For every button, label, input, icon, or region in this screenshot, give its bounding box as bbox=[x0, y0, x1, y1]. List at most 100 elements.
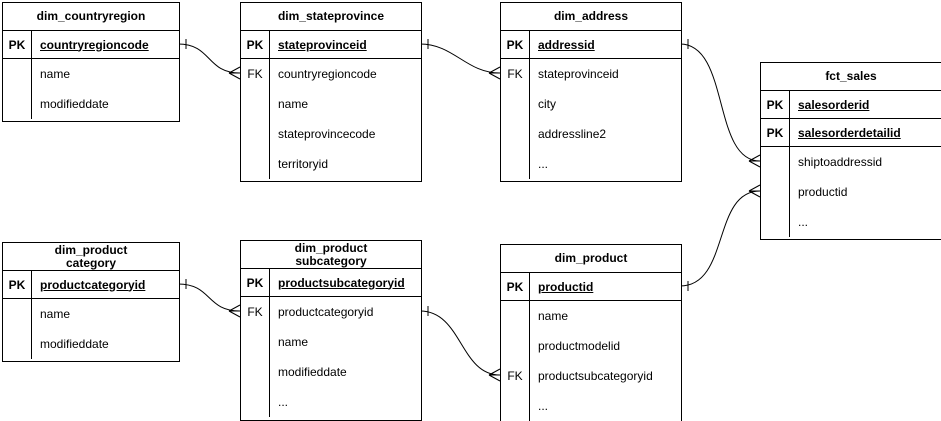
table-row: name bbox=[3, 299, 179, 329]
table-row: ... bbox=[501, 149, 681, 179]
key-badge: PK bbox=[501, 273, 530, 300]
table-row: PK stateprovinceid bbox=[241, 31, 421, 59]
table-row: PK productsubcategoryid bbox=[241, 269, 421, 297]
key-badge bbox=[241, 327, 270, 357]
table-row: PK countryregioncode bbox=[3, 31, 179, 59]
field-name: ... bbox=[538, 157, 549, 171]
table-row: modifieddate bbox=[241, 357, 421, 387]
table-dim-product-category[interactable]: dim_product category PK productcategoryi… bbox=[2, 242, 180, 362]
table-row: FK stateprovinceid bbox=[501, 59, 681, 89]
key-badge: FK bbox=[241, 59, 270, 89]
table-row: PK addressid bbox=[501, 31, 681, 59]
field-name: productcategoryid bbox=[40, 277, 146, 292]
key-badge bbox=[501, 89, 530, 119]
relationship-stateprovince-address[interactable] bbox=[419, 39, 501, 80]
table-dim-product[interactable]: dim_product PK productid name productmod… bbox=[500, 244, 682, 421]
table-row: territoryid bbox=[241, 149, 421, 179]
table-row: name bbox=[501, 301, 681, 331]
table-row: PK salesorderdetailid bbox=[761, 119, 941, 147]
cardinality-many-marker bbox=[488, 368, 501, 382]
key-badge bbox=[241, 357, 270, 387]
field-name: stateprovincecode bbox=[278, 127, 376, 141]
key-badge: PK bbox=[3, 271, 32, 298]
table-row: productid bbox=[761, 177, 941, 207]
key-badge bbox=[3, 299, 32, 329]
relationship-product-fctsales[interactable] bbox=[679, 184, 761, 291]
key-badge bbox=[501, 301, 530, 331]
field-name: productsubcategoryid bbox=[278, 275, 405, 290]
field-name: countryregioncode bbox=[40, 37, 149, 52]
key-badge bbox=[501, 119, 530, 149]
table-row: ... bbox=[241, 387, 421, 417]
table-title: dim_product subcategory bbox=[241, 241, 421, 269]
key-badge bbox=[3, 89, 32, 119]
key-badge: PK bbox=[761, 119, 790, 146]
table-row: addressline2 bbox=[501, 119, 681, 149]
field-name: modifieddate bbox=[278, 365, 347, 379]
key-badge: FK bbox=[501, 59, 530, 89]
cardinality-many-marker bbox=[228, 66, 241, 80]
field-name: name bbox=[538, 309, 569, 323]
table-dim-address[interactable]: dim_address PK addressid FK stateprovinc… bbox=[500, 2, 682, 182]
table-title: dim_stateprovince bbox=[241, 3, 421, 31]
field-name: shiptoaddressid bbox=[798, 155, 883, 169]
relationship-address-fctsales[interactable] bbox=[679, 39, 761, 168]
table-row: FK productsubcategoryid bbox=[501, 361, 681, 391]
field-name: name bbox=[40, 67, 71, 81]
table-row: FK productcategoryid bbox=[241, 297, 421, 327]
key-badge bbox=[761, 207, 790, 237]
key-badge: PK bbox=[501, 31, 530, 58]
table-fct-sales[interactable]: fct_sales PK salesorderid PK salesorderd… bbox=[760, 62, 941, 240]
field-name: stateprovinceid bbox=[278, 37, 367, 52]
field-name: name bbox=[278, 335, 309, 349]
table-row: shiptoaddressid bbox=[761, 147, 941, 177]
relationship-productcategory-productsubcategory[interactable] bbox=[177, 279, 241, 318]
table-row: productmodelid bbox=[501, 331, 681, 361]
key-badge bbox=[501, 149, 530, 179]
field-name: productcategoryid bbox=[278, 305, 374, 319]
table-row: FK countryregioncode bbox=[241, 59, 421, 89]
cardinality-many-marker bbox=[748, 184, 761, 198]
cardinality-many-marker bbox=[488, 66, 501, 80]
edge-path bbox=[177, 283, 241, 312]
table-row: modifieddate bbox=[3, 329, 179, 359]
key-badge: PK bbox=[761, 91, 790, 118]
field-name: modifieddate bbox=[40, 97, 109, 111]
key-badge bbox=[761, 177, 790, 207]
table-dim-product-subcategory[interactable]: dim_product subcategory PK productsubcat… bbox=[240, 240, 422, 421]
field-name: modifieddate bbox=[40, 337, 109, 351]
field-name: productid bbox=[538, 279, 594, 294]
table-row: name bbox=[241, 327, 421, 357]
field-name: salesorderid bbox=[798, 97, 870, 112]
key-badge bbox=[3, 329, 32, 359]
key-badge bbox=[761, 147, 790, 177]
table-dim-stateprovince[interactable]: dim_stateprovince PK stateprovinceid FK … bbox=[240, 2, 422, 182]
field-name: ... bbox=[798, 215, 809, 229]
field-name: productmodelid bbox=[538, 339, 621, 353]
field-name: productsubcategoryid bbox=[538, 369, 653, 383]
table-row: PK salesorderid bbox=[761, 91, 941, 119]
cardinality-many-marker bbox=[228, 304, 241, 318]
key-badge bbox=[241, 119, 270, 149]
table-row: ... bbox=[501, 391, 681, 421]
table-row: stateprovincecode bbox=[241, 119, 421, 149]
key-badge bbox=[501, 331, 530, 361]
field-name: countryregioncode bbox=[278, 67, 377, 81]
edge-path bbox=[419, 43, 501, 74]
table-title: fct_sales bbox=[761, 63, 941, 91]
field-name: ... bbox=[278, 395, 289, 409]
table-dim-countryregion[interactable]: dim_countryregion PK countryregioncode n… bbox=[2, 2, 180, 122]
edge-path bbox=[177, 43, 241, 74]
table-row: city bbox=[501, 89, 681, 119]
field-name: city bbox=[538, 97, 556, 111]
relationship-countryregion-stateprovince[interactable] bbox=[177, 39, 241, 80]
key-badge: FK bbox=[501, 361, 530, 391]
edge-path bbox=[679, 43, 761, 162]
edge-path bbox=[679, 190, 761, 287]
relationship-productsubcategory-product[interactable] bbox=[419, 306, 501, 382]
field-name: salesorderdetailid bbox=[798, 125, 901, 140]
table-title: dim_address bbox=[501, 3, 681, 31]
edge-path bbox=[419, 310, 501, 376]
